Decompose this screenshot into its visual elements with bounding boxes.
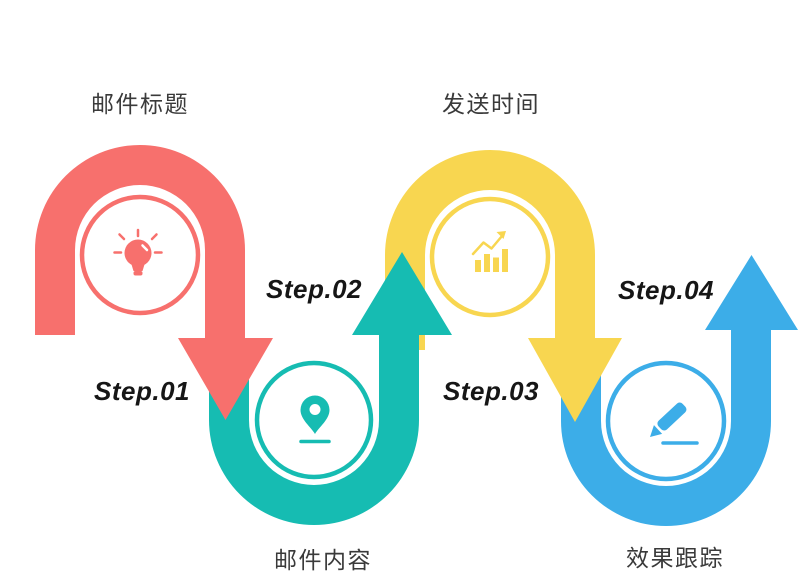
- location-pin-icon: [299, 395, 331, 444]
- step-2: 邮件内容 Step.02: [254, 274, 374, 573]
- lightbulb-icon: [113, 228, 163, 276]
- step-1-label: Step.01: [94, 376, 190, 406]
- step-4-label: Step.04: [618, 275, 714, 305]
- flow-shapes: [35, 145, 798, 526]
- step-1-title: 邮件标题: [91, 91, 189, 117]
- pencil-icon: [650, 402, 699, 445]
- step-3-label: Step.03: [443, 376, 539, 406]
- step-4-u-arrow-shape: [561, 255, 798, 526]
- step-2-u-arrow-shape: [209, 252, 452, 525]
- step-3-arch-arrow-shape: [385, 150, 622, 422]
- bar-chart-icon: [471, 231, 508, 272]
- step-4-title: 效果跟踪: [626, 545, 724, 571]
- step-2-label: Step.02: [266, 274, 362, 304]
- step-3: 发送时间 Step.03: [429, 91, 551, 406]
- step-2-title: 邮件内容: [274, 547, 372, 573]
- step-4: 效果跟踪 Step.04: [605, 275, 727, 571]
- step-1-arch-arrow-shape: [35, 145, 273, 420]
- step-3-title: 发送时间: [442, 91, 540, 117]
- step-1: 邮件标题 Step.01: [79, 91, 201, 406]
